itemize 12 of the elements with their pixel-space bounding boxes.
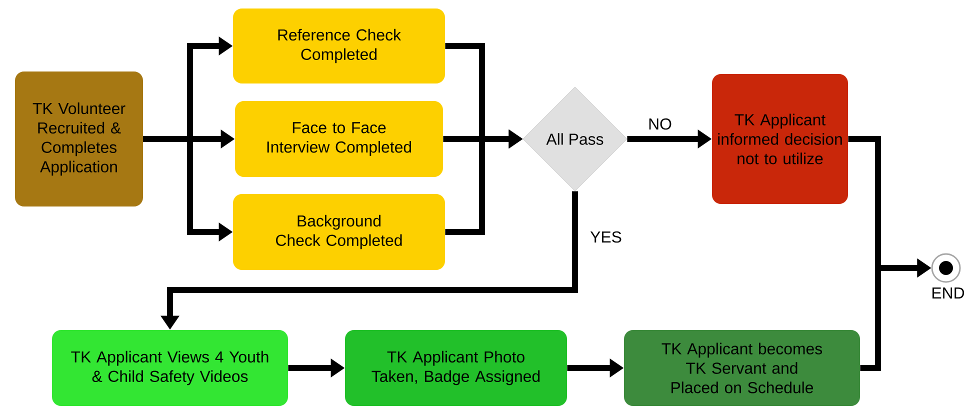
process-box: Face to Face Interview Completed — [235, 101, 443, 177]
process-box: TK Applicant informed decision not to utilize — [712, 74, 848, 204]
process-box: Reference Check Completed — [233, 8, 445, 84]
process-box: TK Applicant Photo Taken, Badge Assigned — [345, 330, 567, 406]
process-box: TK Volunteer Recruited & Completes Application — [15, 72, 143, 206]
edge-label: NO — [649, 118, 672, 130]
process-box: TK Applicant Views 4 Youth & Child Safety Videos — [52, 330, 288, 406]
process-box: TK Applicant becomes TK Servant and Placed on Schedule — [624, 330, 860, 406]
process-box: Background Check Completed — [233, 194, 445, 270]
end-circle — [931, 253, 961, 283]
end-label: END — [932, 288, 964, 298]
edge-label: YES — [590, 231, 622, 243]
